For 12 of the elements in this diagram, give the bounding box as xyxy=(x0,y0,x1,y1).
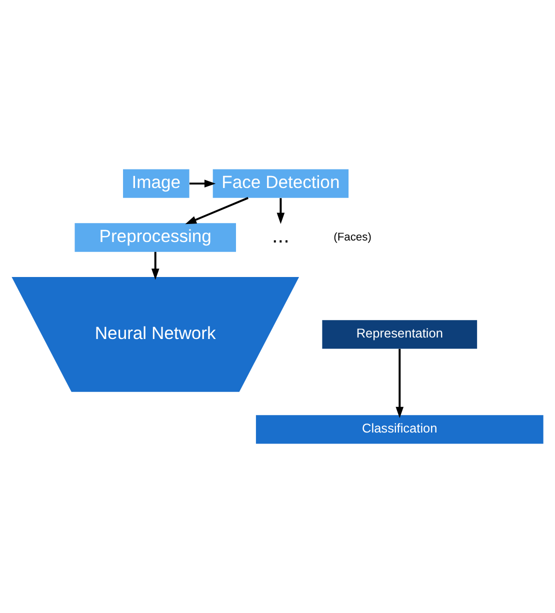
node-box: Classification xyxy=(256,415,544,444)
arrow xyxy=(189,180,216,188)
node-box: Representation xyxy=(322,320,478,349)
arrow xyxy=(185,197,248,224)
node-box: Image xyxy=(123,169,190,198)
arrow xyxy=(151,252,160,280)
node-box: Preprocessing xyxy=(74,223,236,252)
node-box: Face Detection xyxy=(212,169,349,198)
label: (Faces) xyxy=(334,231,372,244)
arrow xyxy=(276,198,285,224)
arrow xyxy=(396,348,404,418)
node-text: ... xyxy=(272,224,290,248)
